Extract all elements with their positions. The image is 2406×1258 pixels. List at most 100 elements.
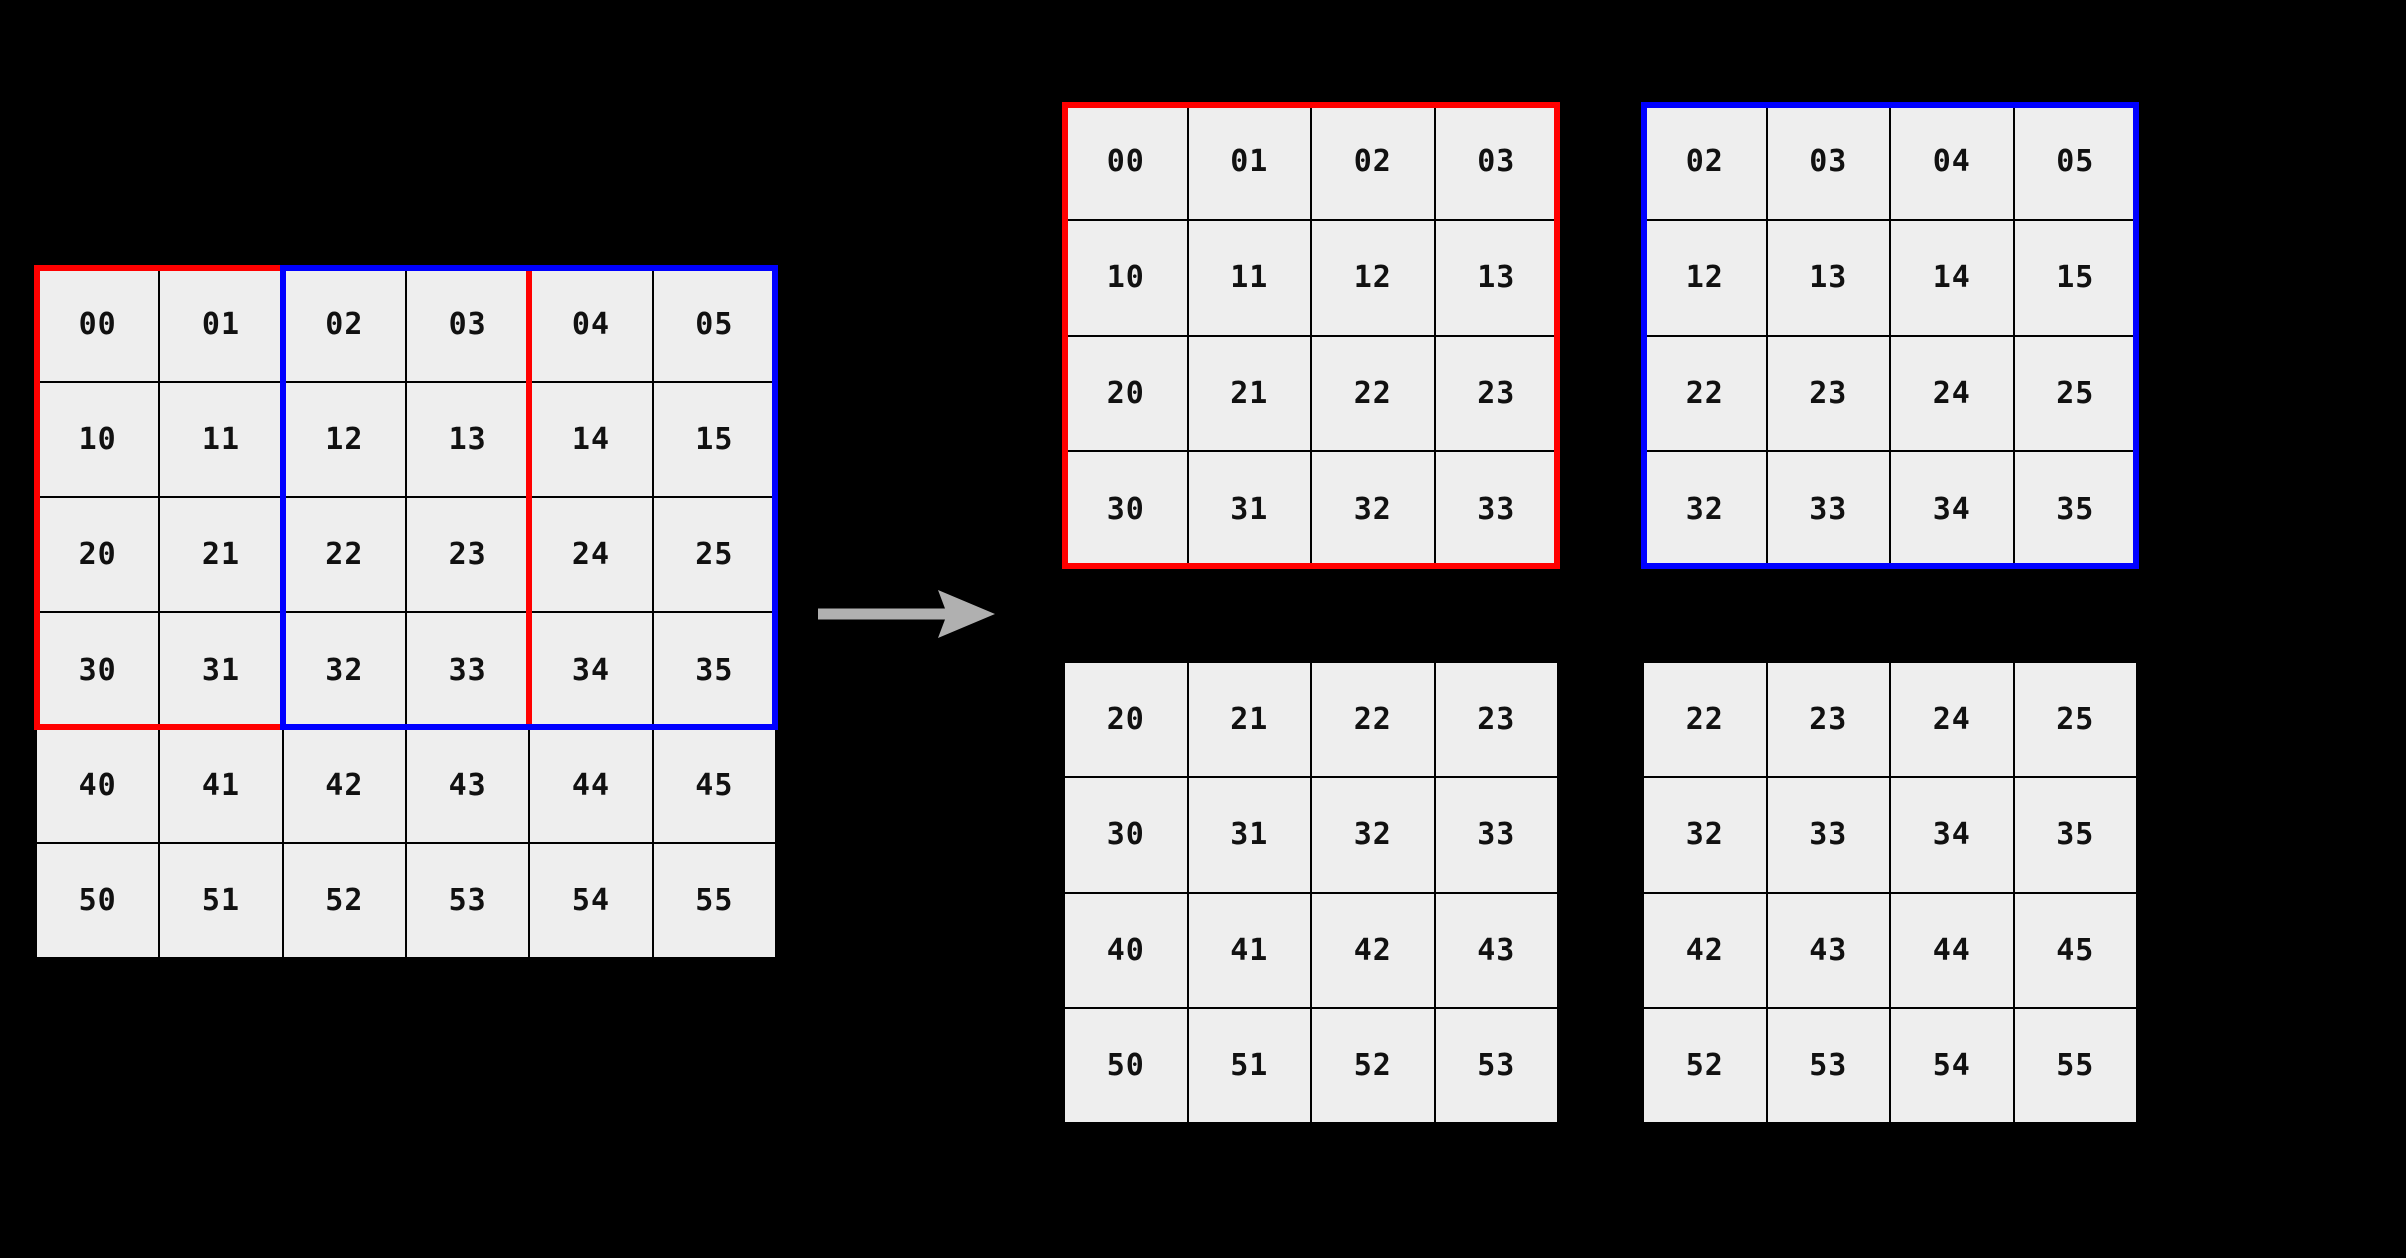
grid-cell: 21 (1188, 663, 1310, 777)
grid-cell: 23 (1435, 336, 1557, 451)
grid-cell: 00 (37, 268, 159, 382)
grid-cell: 34 (1891, 452, 2013, 566)
grid-cell: 54 (530, 843, 652, 957)
grid-cell: 25 (653, 498, 775, 612)
grid-cell: 23 (1767, 336, 1889, 451)
grid-cell: 14 (1891, 220, 2013, 335)
grid-cell: 22 (1644, 663, 1766, 777)
grid-cell: 44 (1891, 893, 2013, 1007)
grid-cell: 51 (1188, 1008, 1310, 1122)
grid-cell: 33 (407, 613, 529, 727)
grid-cell: 52 (1644, 1008, 1766, 1122)
grid-cell: 41 (1188, 893, 1310, 1007)
grid-cell: 22 (1644, 336, 1766, 451)
arrow-right-icon (818, 590, 995, 638)
grid-cell: 31 (1188, 452, 1310, 566)
grid-cell: 20 (1065, 336, 1187, 451)
grid-cell: 34 (1891, 778, 2013, 892)
grid-cell: 21 (160, 498, 282, 612)
grid-cell: 35 (2014, 452, 2136, 566)
grid-cell: 22 (283, 498, 405, 612)
grid-cell: 54 (1891, 1008, 2013, 1122)
grid-cell: 12 (1312, 220, 1434, 335)
grid-cell: 24 (530, 498, 652, 612)
grid-cell: 25 (2014, 663, 2136, 777)
grid-cell: 13 (1435, 220, 1557, 335)
grid-cell: 43 (407, 728, 529, 842)
grid-cell: 02 (283, 268, 405, 382)
grid-cell: 05 (653, 268, 775, 382)
grid-cell: 20 (37, 498, 159, 612)
grid-cell: 03 (1767, 105, 1889, 219)
grid-cell: 40 (37, 728, 159, 842)
grid-cell: 15 (2014, 220, 2136, 335)
grid-cell: 04 (530, 268, 652, 382)
grid-cell: 42 (1644, 893, 1766, 1007)
grid-cell: 30 (37, 613, 159, 727)
grid-cell: 33 (1767, 452, 1889, 566)
grid-cell: 03 (1435, 105, 1557, 219)
grid-cell: 02 (1644, 105, 1766, 219)
grid-cell: 03 (407, 268, 529, 382)
grid-cell: 30 (1065, 452, 1187, 566)
grid-cell: 31 (160, 613, 282, 727)
grid-cell: 10 (1065, 220, 1187, 335)
grid-cell: 55 (653, 843, 775, 957)
grid-cell: 22 (1312, 336, 1434, 451)
grid-cell: 40 (1065, 893, 1187, 1007)
grid-cell: 43 (1767, 893, 1889, 1007)
grid-cell: 30 (1065, 778, 1187, 892)
grid-cell: 10 (37, 383, 159, 497)
grid-cell: 22 (1312, 663, 1434, 777)
grid-cell: 15 (653, 383, 775, 497)
grid-cell: 23 (1435, 663, 1557, 777)
grid-cell: 42 (1312, 893, 1434, 1007)
grid-cell: 12 (283, 383, 405, 497)
grid-cell: 11 (160, 383, 282, 497)
grid-cell: 55 (2014, 1008, 2136, 1122)
grid-cell: 20 (1065, 663, 1187, 777)
grid-cell: 43 (1435, 893, 1557, 1007)
grid-cell: 53 (1767, 1008, 1889, 1122)
grid-cell: 34 (530, 613, 652, 727)
grid-cell: 31 (1188, 778, 1310, 892)
grid-cell: 52 (283, 843, 405, 957)
grid-cell: 04 (1891, 105, 2013, 219)
grid-cell: 25 (2014, 336, 2136, 451)
grid-cell: 50 (1065, 1008, 1187, 1122)
grid-cell: 01 (1188, 105, 1310, 219)
grid-cell: 53 (1435, 1008, 1557, 1122)
grid-cell: 12 (1644, 220, 1766, 335)
grid-cell: 35 (2014, 778, 2136, 892)
grid-cell: 42 (283, 728, 405, 842)
grid-cell: 52 (1312, 1008, 1434, 1122)
grid-cell: 32 (1644, 452, 1766, 566)
grid-cell: 13 (1767, 220, 1889, 335)
grid-cell: 41 (160, 728, 282, 842)
grid-cell: 00 (1065, 105, 1187, 219)
grid-cell: 45 (653, 728, 775, 842)
grid-cell: 32 (1644, 778, 1766, 892)
grid-cell: 02 (1312, 105, 1434, 219)
grid-cell: 50 (37, 843, 159, 957)
grid-cell: 33 (1435, 452, 1557, 566)
grid-cell: 33 (1435, 778, 1557, 892)
grid-cell: 23 (407, 498, 529, 612)
grid-cell: 23 (1767, 663, 1889, 777)
grid-cell: 32 (1312, 778, 1434, 892)
grid-cell: 01 (160, 268, 282, 382)
grid-cell: 24 (1891, 336, 2013, 451)
grid-cell: 45 (2014, 893, 2136, 1007)
grid-cell: 51 (160, 843, 282, 957)
grid-cell: 11 (1188, 220, 1310, 335)
grid-cell: 32 (1312, 452, 1434, 566)
grid-cell: 53 (407, 843, 529, 957)
grid-cell: 44 (530, 728, 652, 842)
grid-cell: 14 (530, 383, 652, 497)
